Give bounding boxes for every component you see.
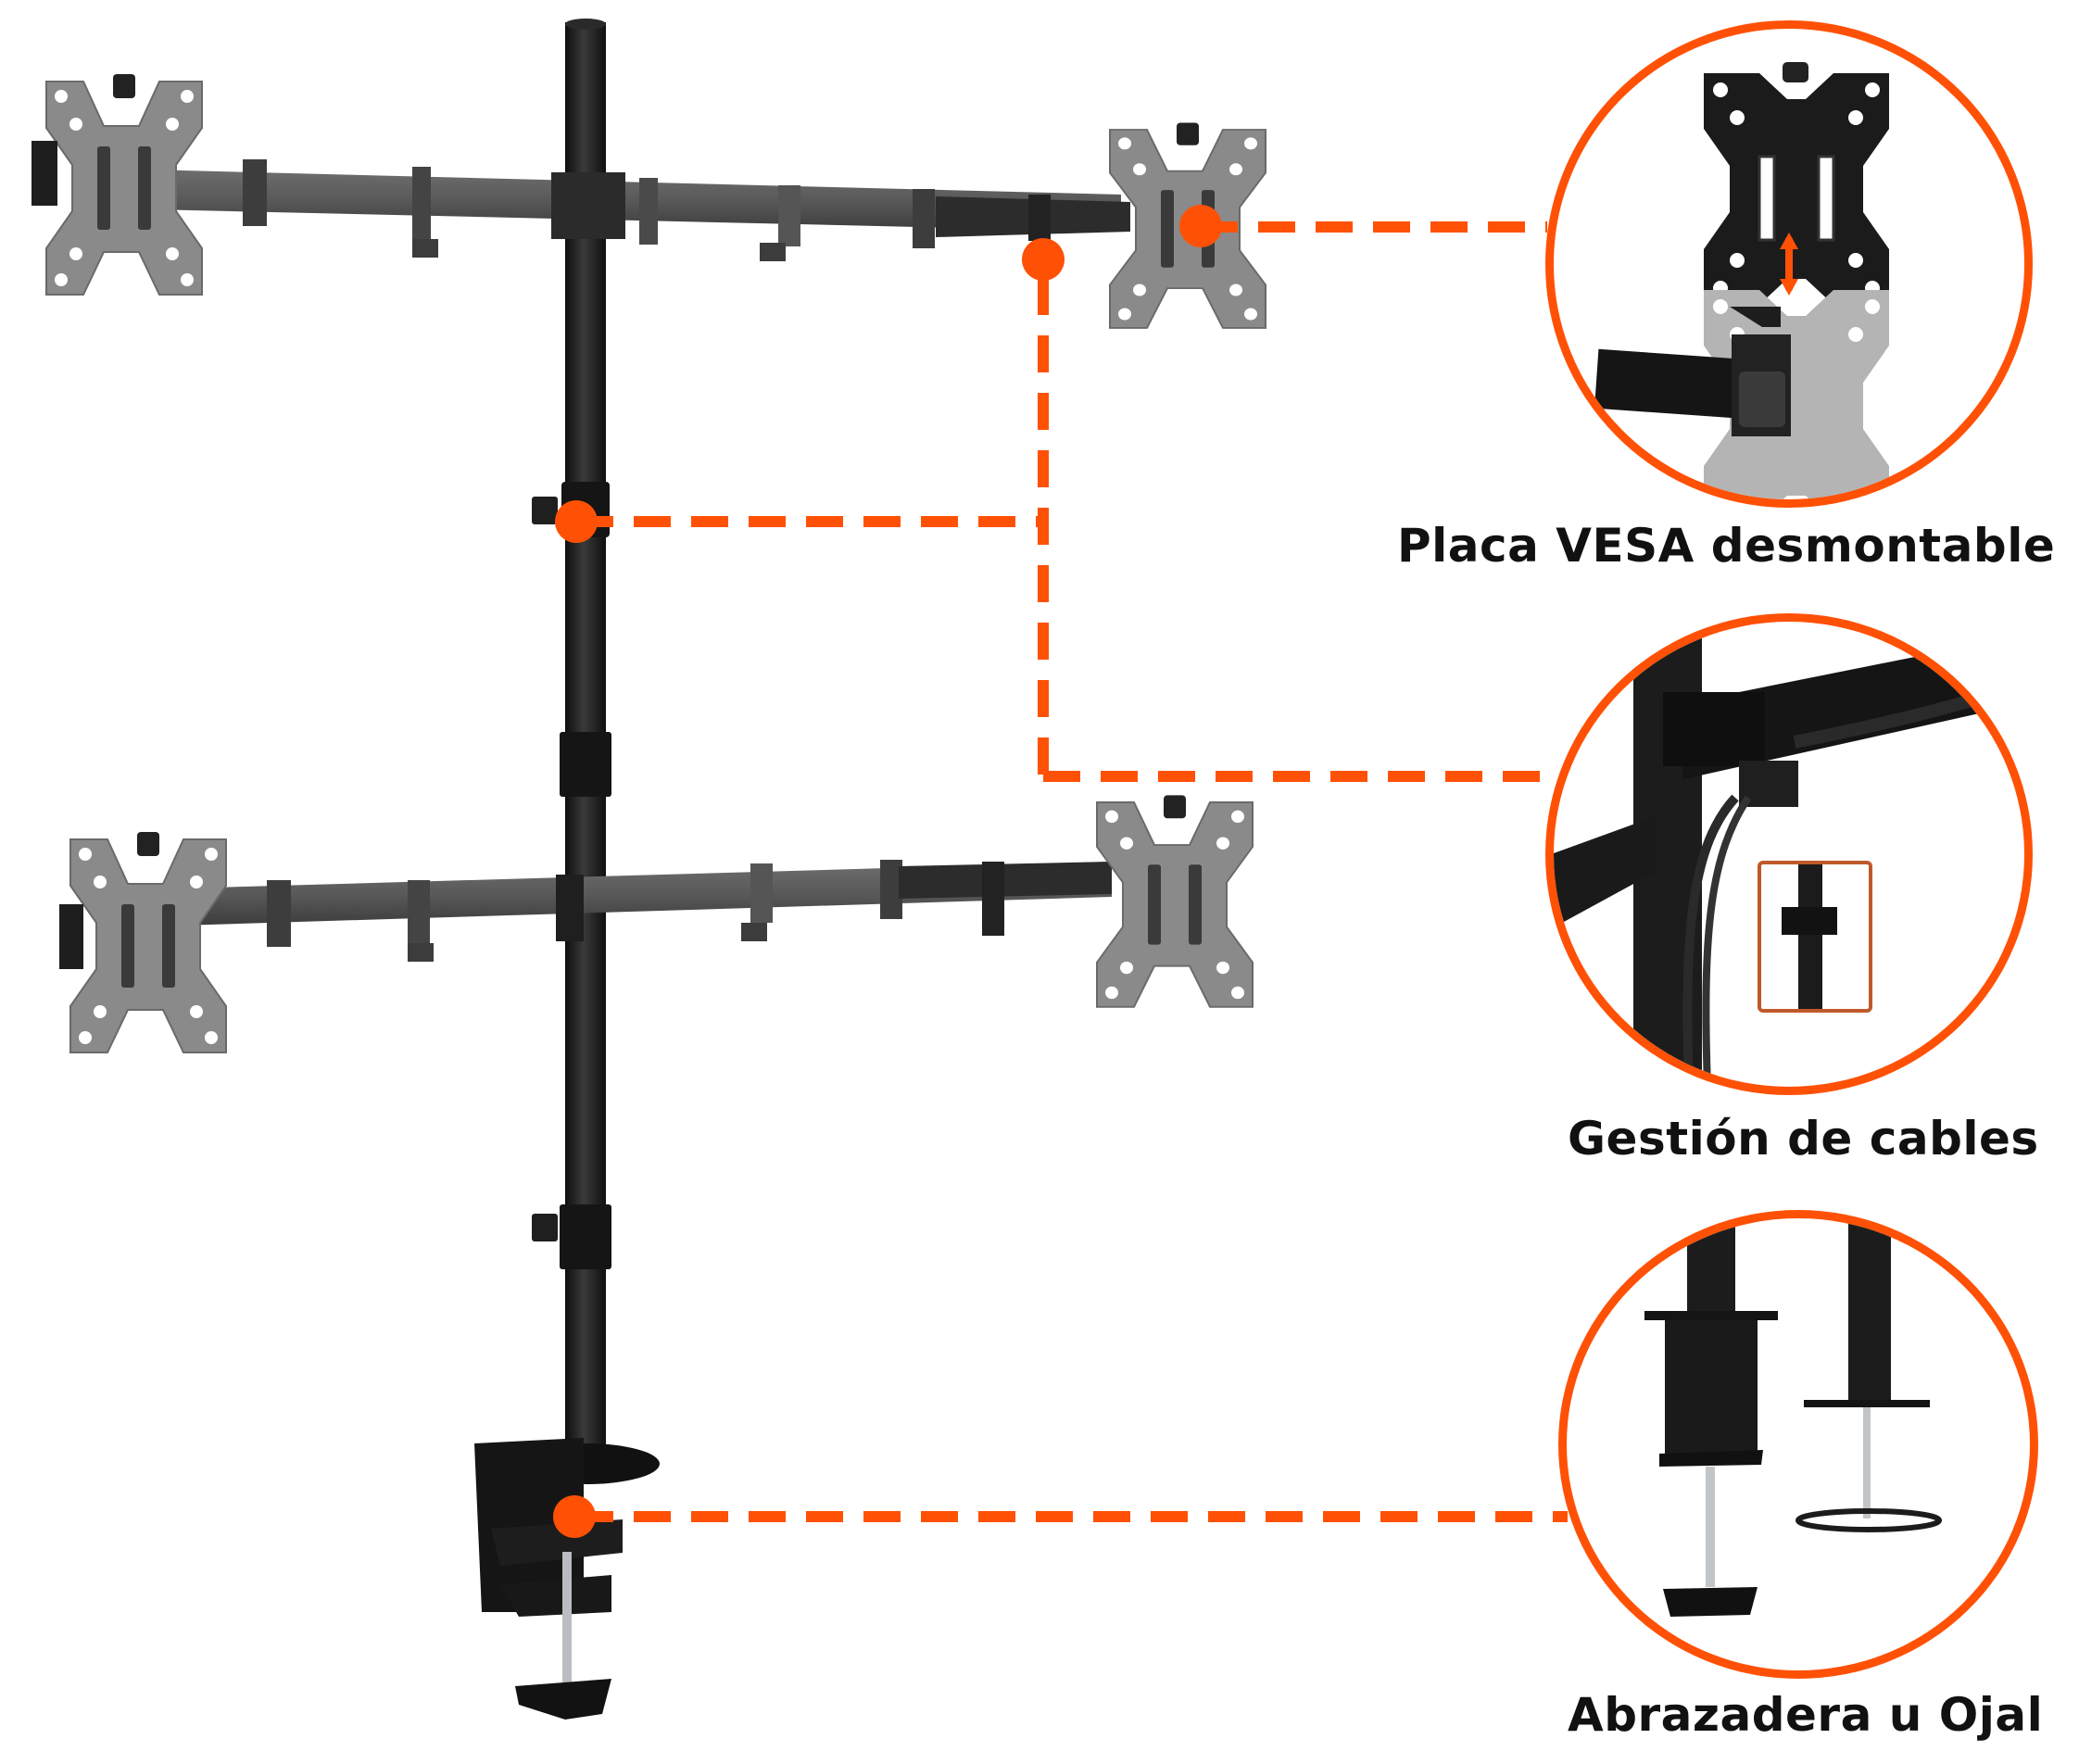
hotspot-vesa	[1179, 205, 1222, 247]
callout-vesa-label: Placa VESA desmontable	[1397, 519, 2056, 573]
callout-cables-circle	[1545, 613, 2033, 1095]
vesa-plate-detail-icon	[1594, 62, 1889, 499]
callout-cables-label: Gestión de cables	[1568, 1112, 2039, 1166]
callout-clamp-circle	[1558, 1210, 2038, 1679]
cable-clip-detail-icon	[1554, 622, 2020, 1087]
hotspot-cable-arm	[1022, 238, 1065, 281]
hotspot-clamp	[553, 1495, 596, 1538]
clamp-grommet-detail-icon	[1644, 1218, 1942, 1617]
hotspot-cable-pole	[555, 500, 598, 543]
callout-clamp-label: Abrazadera u Ojal	[1568, 1688, 2044, 1742]
callout-vesa-circle	[1545, 20, 2033, 508]
